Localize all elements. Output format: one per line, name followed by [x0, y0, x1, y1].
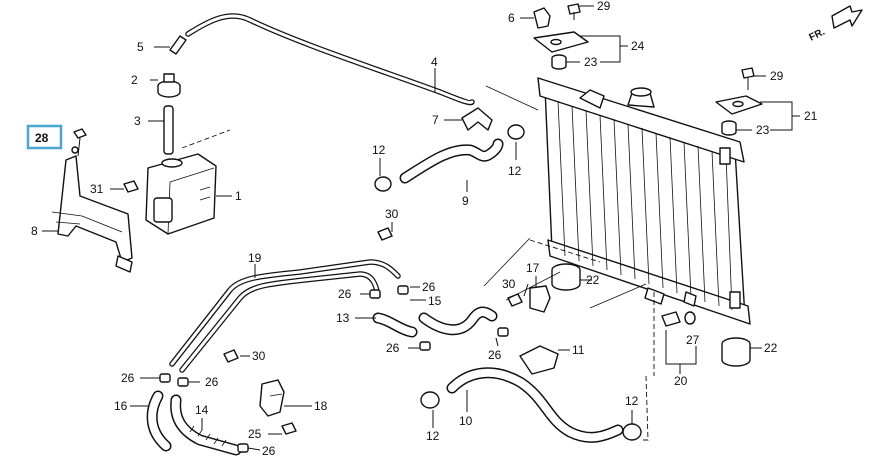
callout-30-a: 30: [385, 207, 399, 221]
callout-12-d: 12: [625, 394, 639, 408]
callout-2: 2: [131, 73, 138, 87]
callout-24: 24: [631, 39, 645, 53]
callout-26-a: 26: [338, 287, 352, 301]
callout-14: 14: [195, 403, 209, 417]
pipe-bracket: [259, 379, 285, 417]
tank-bracket: [51, 146, 133, 273]
atf-cooler-pipe: [169, 259, 401, 373]
callout-20: 20: [674, 374, 688, 388]
callout-28: 28: [35, 131, 49, 145]
callout-13: 13: [336, 311, 350, 325]
callout-10: 10: [459, 414, 473, 428]
collar: [533, 7, 551, 29]
callout-26-f: 26: [205, 375, 219, 389]
upper-cushion: [551, 54, 737, 136]
callout-5: 5: [137, 40, 144, 54]
callout-12-b: 12: [508, 164, 522, 178]
hose-stay: [461, 107, 493, 131]
callout-25: 25: [248, 427, 262, 441]
mounting-cushion: [551, 263, 751, 367]
callout-8: 8: [31, 224, 38, 238]
callout-27: 27: [686, 333, 700, 347]
stay: [519, 345, 559, 375]
radiator-bracket: [533, 31, 763, 115]
bolt: [73, 128, 87, 157]
callouts: 28 5 2 3 4 7 12 12 9 1 31 8 30 19 26 26 …: [26, 0, 818, 458]
bolt: [281, 422, 297, 435]
callout-26-e: 26: [121, 371, 135, 385]
overflow-tube: [163, 105, 174, 155]
highlight-box: [26, 124, 63, 150]
callout-18: 18: [314, 399, 328, 413]
callout-31: 31: [90, 182, 104, 196]
callout-9: 9: [462, 194, 469, 208]
lower-radiator-hose: [446, 367, 624, 443]
hose-clamp: [374, 124, 642, 441]
overflow-hose: [185, 13, 475, 106]
callout-6: 6: [508, 11, 515, 25]
reserve-tank-cap: [157, 73, 181, 98]
joint: [169, 35, 187, 55]
callout-21: 21: [804, 109, 818, 123]
hose-clip: [159, 285, 509, 453]
reserve-tank: [145, 153, 217, 235]
bolt: [567, 3, 755, 90]
callout-26-b: 26: [422, 280, 436, 294]
callout-3: 3: [134, 114, 141, 128]
callout-1: 1: [235, 189, 242, 203]
callout-22-b: 22: [764, 341, 778, 355]
callout-30-c: 30: [252, 349, 266, 363]
callout-26-d: 26: [488, 348, 502, 362]
callout-29-b: 29: [770, 69, 784, 83]
callout-19: 19: [248, 251, 262, 265]
callout-4: 4: [431, 55, 438, 69]
callout-26-c: 26: [386, 341, 400, 355]
callout-7: 7: [432, 113, 439, 127]
callout-12-a: 12: [372, 143, 386, 157]
callout-23-b: 23: [756, 123, 770, 137]
callout-17: 17: [526, 261, 540, 275]
callout-29-a: 29: [597, 0, 611, 13]
callout-26-g: 26: [262, 444, 276, 458]
front-direction-indicator: FR.: [807, 5, 863, 44]
atf-cooler-hose: [372, 306, 498, 338]
bracket: [529, 285, 551, 313]
drain-bolt: [661, 311, 696, 327]
atf-hose: [146, 390, 242, 456]
callout-12-c: 12: [426, 429, 440, 443]
leader-lines: [42, 5, 800, 451]
callout-23-a: 23: [584, 55, 598, 69]
callout-11: 11: [572, 343, 585, 357]
fr-label: FR.: [807, 27, 826, 44]
bolt: [123, 180, 139, 193]
callout-30-b: 30: [502, 277, 516, 291]
callout-16: 16: [114, 399, 128, 413]
reference-lines: [181, 85, 655, 441]
callout-15: 15: [428, 294, 442, 308]
upper-radiator-hose: [399, 138, 504, 184]
callout-22-a: 22: [586, 273, 600, 287]
